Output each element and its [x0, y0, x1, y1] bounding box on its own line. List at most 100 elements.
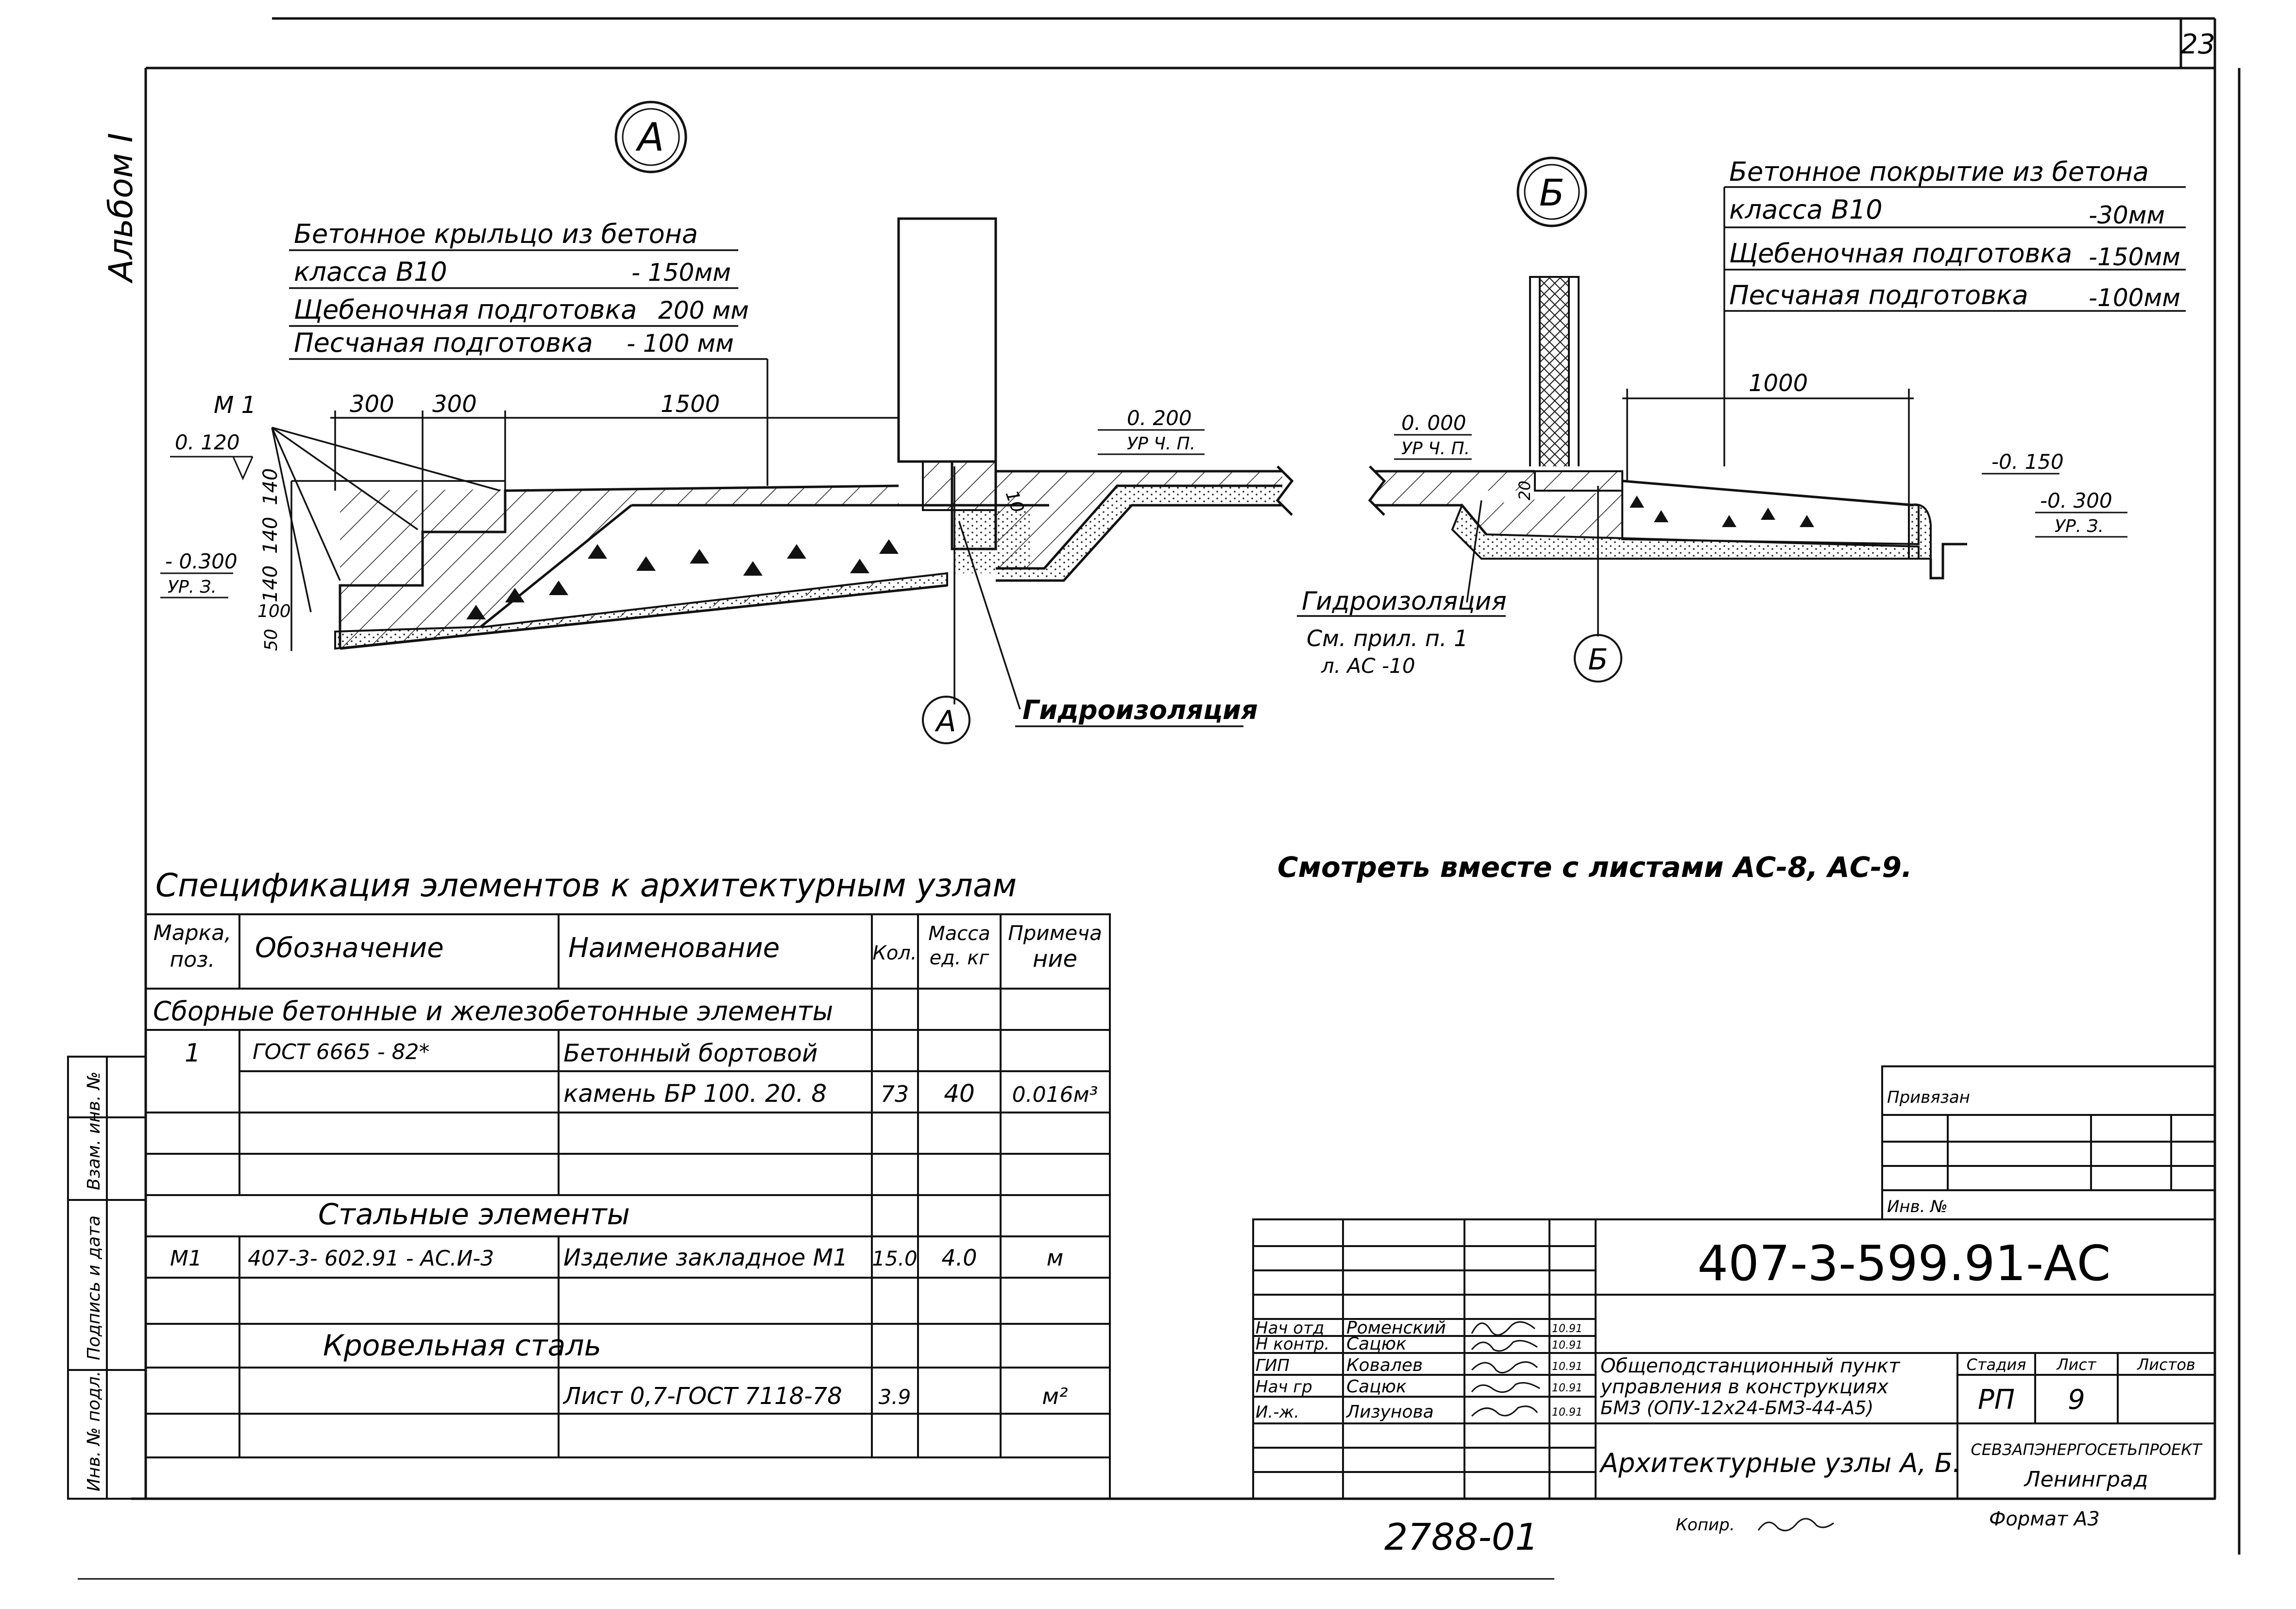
node-b-marker: Б — [1539, 171, 1565, 214]
spec-row2-qty: 15.0 — [872, 1247, 918, 1270]
node-a-level-m0300: - 0.300 — [165, 549, 238, 573]
node-a-layer-4: Песчаная подготовка — [294, 327, 593, 358]
spec-section-1: Сборные бетонные и железобетонные элемен… — [153, 996, 833, 1027]
binding-inv: Инв. № — [1887, 1197, 1948, 1216]
sheet-number: 23 — [2180, 29, 2215, 60]
spec-header-mass-1: Масса — [928, 923, 990, 945]
album-label: Альбом I — [102, 133, 140, 284]
name-2: Сацюк — [1346, 1334, 1407, 1354]
spec-row1-mass: 40 — [944, 1079, 975, 1108]
spec-header-note-1: Примеча — [1008, 921, 1102, 945]
date-2: 10.91 — [1552, 1339, 1582, 1352]
spec-section-3: Кровельная сталь — [323, 1329, 601, 1363]
specification-table: Спецификация элементов к архитектурным у… — [145, 867, 1111, 1500]
project-line-3: БМЗ (ОПУ-12х24-БМЗ-44-А5) — [1600, 1397, 1873, 1419]
date-3: 10.91 — [1552, 1361, 1582, 1373]
node-b-ur-z: УР. З. — [2055, 516, 2104, 536]
node-b-level-0000: 0. 000 — [1401, 411, 1466, 435]
sheets-header: Листов — [2137, 1355, 2195, 1374]
node-b-hydro-note-1: См. прил. п. 1 — [1307, 625, 1468, 651]
node-a-value-2: 200 мм — [658, 296, 749, 325]
spec-header-name: Наименование — [568, 932, 780, 964]
spec-row2-mark: М1 — [170, 1246, 202, 1271]
date-5: 10.91 — [1552, 1406, 1582, 1419]
stamp-replacement-inv: Взам. инв. № — [84, 1072, 104, 1190]
spec-header-qty: Кол. — [872, 942, 917, 964]
node-b-value-2: -150мм — [2089, 243, 2180, 271]
node-a-dim-side-2: 140 — [259, 517, 282, 554]
format-label: Формат А3 — [1989, 1508, 2100, 1530]
stamp-inv-orig: Инв. № подл. — [84, 1371, 104, 1491]
node-a-cut-marker: А — [934, 704, 956, 738]
copy-signature — [1757, 1518, 1834, 1532]
binding-box: Привязан Инв. № — [1881, 1065, 2216, 1220]
name-4: Сацюк — [1346, 1377, 1407, 1397]
node-a-ur-chp: УР Ч. П. — [1127, 434, 1195, 454]
role-4: Нач гр — [1256, 1377, 1312, 1397]
name-5: Лизунова — [1345, 1402, 1434, 1422]
node-a-value-3: - 100 мм — [627, 329, 734, 358]
node-a-dim-1500: 1500 — [661, 391, 720, 418]
binding-title: Привязан — [1887, 1088, 1970, 1107]
node-a-layer-2: класса В10 — [294, 257, 447, 287]
node-b-dim-20: 20 — [1515, 480, 1534, 500]
spec-row1-name-1: Бетонный бортовой — [563, 1039, 817, 1067]
node-a-layer-1: Бетонное крыльцо из бетона — [294, 219, 698, 249]
drawing-name: Архитектурные узлы А, Б. — [1599, 1448, 1961, 1478]
spec-title: Спецификация элементов к архитектурным у… — [155, 867, 1017, 904]
spec-header-note-2: ние — [1033, 945, 1077, 973]
node-b-drawing: Б Бетонное покрытие из бетона класса В10… — [1297, 156, 2186, 683]
node-b-cut-marker: Б — [1588, 643, 1608, 677]
spec-row2-designation: 407-3- 602.91 - АС.И-3 — [248, 1246, 494, 1271]
node-a-m1-label: М 1 — [214, 392, 256, 419]
spec-row1-designation: ГОСТ 6665 - 82* — [253, 1040, 430, 1064]
spec-row2-name: Изделие закладное М1 — [563, 1244, 848, 1271]
spec-header-mark-1: Марка, — [153, 921, 231, 945]
node-a-ur-z: УР. З. — [168, 577, 217, 597]
node-a-dim-side-4: 100 — [257, 601, 291, 621]
name-3: Ковалев — [1346, 1355, 1423, 1375]
node-b-value-1: -30мм — [2089, 201, 2165, 229]
node-b-layer-2: класса В10 — [1729, 194, 1883, 225]
role-5: И.-ж. — [1256, 1403, 1299, 1422]
spec-row1-qty: 73 — [881, 1081, 909, 1107]
spec-row1-note: 0.016м³ — [1012, 1082, 1098, 1107]
see-also-note: Смотреть вместе с листами АС-8, АС-9. — [1277, 851, 1912, 884]
spec-row3-note: м² — [1042, 1383, 1068, 1409]
node-b-layer-3: Щебеночная подготовка — [1729, 238, 2072, 269]
sheet-header: Лист — [2056, 1355, 2096, 1374]
node-a-dim-side-1: 140 — [259, 468, 282, 505]
signatures — [1471, 1321, 1540, 1417]
node-b-value-3: -100мм — [2089, 284, 2180, 312]
node-b-level-m0150: -0. 150 — [1991, 450, 2064, 474]
node-a-level-0200: 0. 200 — [1127, 406, 1192, 430]
stage-value: РП — [1978, 1384, 2015, 1416]
spec-row2-note: м — [1047, 1245, 1064, 1271]
node-a-marker: А — [635, 115, 664, 160]
node-a-dim-side-3: 140 — [259, 565, 282, 602]
stage-header: Стадия — [1967, 1355, 2026, 1374]
spec-row2-mass: 4.0 — [941, 1245, 977, 1271]
node-b-layer-1: Бетонное покрытие из бетона — [1729, 156, 2149, 187]
sheet-value: 9 — [2068, 1384, 2085, 1416]
node-a-dim-side-5: 50 — [261, 629, 281, 651]
node-b-hydro-note-2: л. АС -10 — [1321, 654, 1415, 678]
date-4: 10.91 — [1552, 1382, 1582, 1394]
organization: СЕВЗАПЭНЕРГОСЕТЬПРОЕКТ — [1971, 1440, 2202, 1459]
spec-header-mass-2: ед. кг — [930, 947, 990, 969]
spec-row3-name: Лист 0,7-ГОСТ 7118-78 — [562, 1383, 842, 1410]
node-b-ur-chp: УР Ч. П. — [1401, 439, 1470, 459]
node-b-dim-1000: 1000 — [1749, 370, 1808, 397]
node-a-value-1: - 150мм — [631, 258, 731, 287]
spec-row3-qty: 3.9 — [879, 1385, 911, 1409]
name-1: Роменский — [1346, 1318, 1446, 1338]
node-a-hydro-label: Гидроизоляция — [1022, 695, 1258, 725]
node-b-layer-4: Песчаная подготовка — [1729, 280, 2028, 310]
title-block: 407-3-599.91-АС Нач отд Н контр. ГИП Нач… — [1252, 1218, 2216, 1500]
project-line-2: управления в конструкциях — [1600, 1376, 1888, 1398]
node-a-level-0120: 0. 120 — [175, 430, 240, 454]
role-2: Н контр. — [1256, 1335, 1329, 1354]
left-stamp-box — [67, 1056, 147, 1500]
node-b-hydro-label: Гидроизоляция — [1302, 587, 1507, 616]
